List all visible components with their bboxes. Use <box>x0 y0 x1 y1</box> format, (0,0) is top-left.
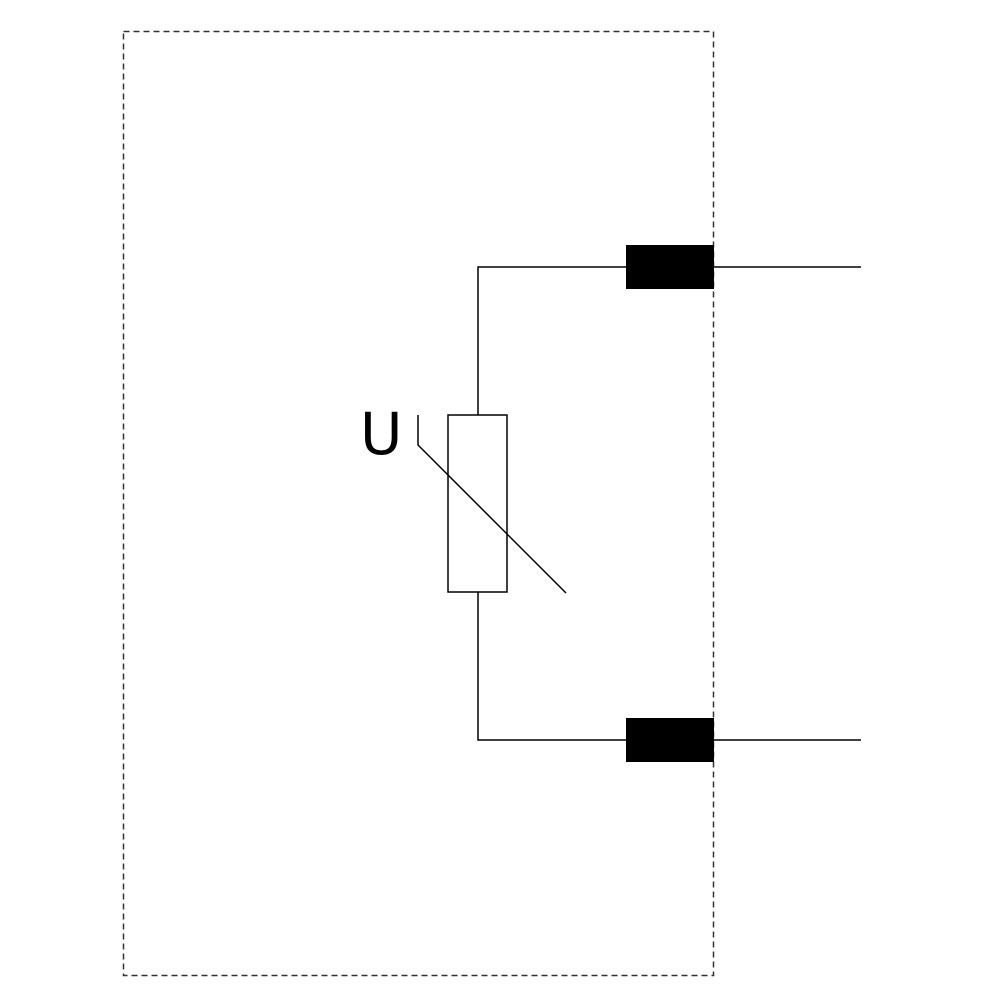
component-label: U <box>360 400 402 468</box>
wire-top <box>477 266 626 415</box>
varistor-nonlinear-slash <box>417 415 567 594</box>
terminal-top <box>626 245 714 289</box>
enclosure-dashed-boundary <box>122 30 715 977</box>
wire-bottom <box>477 592 626 741</box>
terminal-bottom <box>626 718 714 762</box>
